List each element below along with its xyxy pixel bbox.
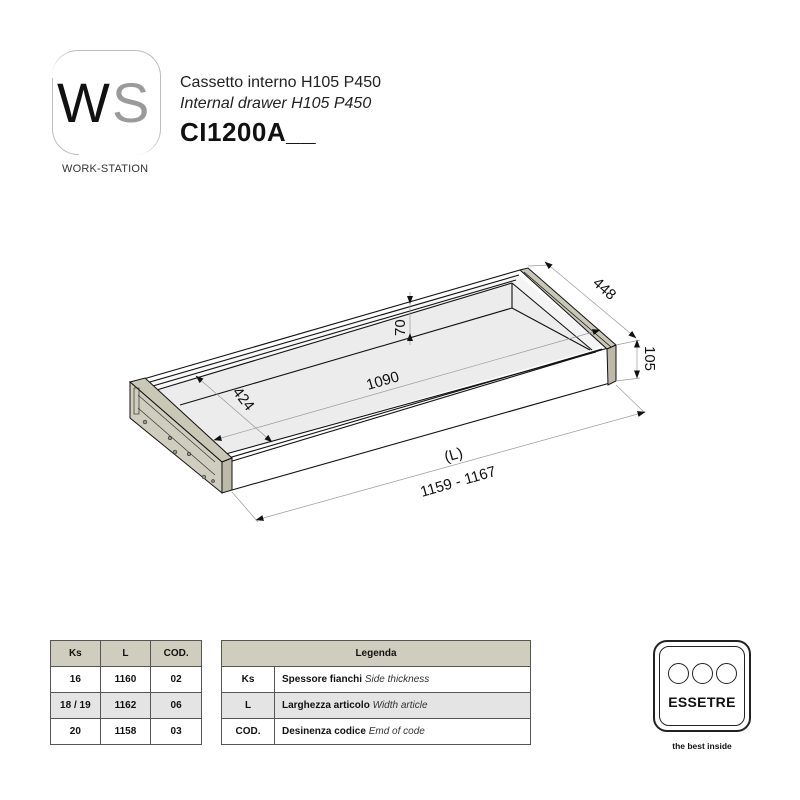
cell-cod: 03 [150, 718, 202, 745]
title-italian: Cassetto interno H105 P450 [180, 74, 382, 91]
cell-ks: 18 / 19 [50, 692, 101, 719]
cell-l: 1162 [99, 692, 152, 719]
legend-description: Spessore fianchi Side thickness [274, 666, 531, 693]
circle-icon [716, 663, 737, 684]
logo-letter-s: S [112, 71, 150, 134]
logo-letter-w: W [57, 71, 110, 134]
dim-length-label: (L) [442, 444, 464, 465]
codes-table: Ks L COD. 16 1160 02 18 / 19 1162 06 20 … [50, 640, 202, 745]
cell-l: 1158 [99, 718, 152, 745]
dim-inner-height: 70 [392, 319, 409, 336]
logo-frame [52, 50, 161, 155]
cell-ks: 16 [50, 666, 101, 693]
legend-row: COD. Desinenza codice Emd of code [221, 718, 531, 745]
brand-name: ESSETRE [668, 694, 736, 710]
dim-outer-height: 105 [641, 346, 658, 371]
circle-icon [668, 663, 689, 684]
legend-key: Ks [221, 666, 275, 693]
cell-cod: 02 [150, 666, 202, 693]
dim-length-range: 1159 - 1167 [418, 463, 498, 501]
col-header-cod: COD. [150, 640, 202, 667]
legend-it: Spessore fianchi [282, 674, 363, 685]
legend-row: L Larghezza articolo Width article [221, 692, 531, 719]
table-row: 18 / 19 1162 06 [50, 692, 202, 719]
legend-en: Side thickness [364, 674, 430, 685]
left-end-panel-edge [221, 457, 233, 494]
legend-description: Larghezza articolo Width article [274, 692, 531, 719]
table-row: 20 1158 03 [50, 718, 202, 745]
table-row: 16 1160 02 [50, 666, 202, 693]
legend-title: Legenda [221, 640, 531, 667]
legend-table: Legenda Ks Spessore fianchi Side thickne… [221, 640, 531, 745]
cell-ks: 20 [50, 718, 101, 745]
legend-it: Desinenza codice [282, 726, 366, 737]
legend-description: Desinenza codice Emd of code [274, 718, 531, 745]
legend-row: Ks Spessore fianchi Side thickness [221, 666, 531, 693]
product-code: CI1200A__ [180, 117, 317, 147]
dim-outer-depth: 448 [589, 274, 619, 303]
logo-subtitle: WORK-STATION [62, 163, 149, 175]
essetre-logo: ESSETRE [653, 640, 751, 732]
legend-en: Emd of code [368, 726, 425, 737]
cell-l: 1160 [99, 666, 152, 693]
col-header-l: L [99, 640, 152, 667]
right-end-panel-face [606, 344, 617, 386]
brand-tagline: the best inside [672, 741, 732, 751]
title-english: Internal drawer H105 P450 [180, 95, 372, 112]
legend-key: L [221, 692, 275, 719]
cell-cod: 06 [150, 692, 202, 719]
essetre-logo-inner-frame [659, 646, 745, 726]
circle-icon [692, 663, 713, 684]
col-header-ks: Ks [50, 640, 101, 667]
legend-key: COD. [221, 718, 275, 745]
legend-it: Larghezza articolo [282, 700, 370, 711]
legend-en: Width article [372, 700, 428, 711]
codes-table-header: Ks L COD. [50, 640, 202, 667]
